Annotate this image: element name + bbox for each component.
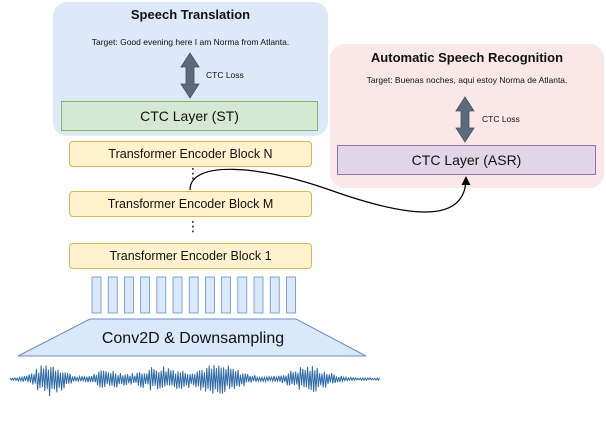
encoder-block-n: Transformer Encoder Block N (69, 141, 312, 167)
feature-frame (237, 276, 248, 314)
feature-frame (188, 276, 199, 314)
conv2d-downsampling-label: Conv2D & Downsampling (101, 330, 285, 347)
asr-target: Target: Buenas noches, aqui estoy Norma … (366, 75, 568, 85)
audio-waveform-icon (9, 364, 381, 397)
feature-frame (156, 276, 167, 314)
waveform-trace (9, 364, 381, 397)
feature-frame (221, 276, 232, 314)
feature-frame (91, 276, 102, 314)
feature-frame (204, 276, 215, 314)
ctc-layer-st: CTC Layer (ST) (61, 101, 318, 131)
encoder-to-asr-connector (189, 168, 471, 213)
asr-loss-arrow-icon (455, 96, 475, 143)
asr-title: Automatic Speech Recognition (370, 50, 564, 65)
feature-frame (269, 276, 280, 314)
feature-frame (107, 276, 118, 314)
conv2d-downsampling-block (17, 318, 367, 357)
speech-translation-title: Speech Translation (130, 7, 251, 22)
st-loss-arrow-icon (180, 52, 200, 99)
feature-frame (172, 276, 183, 314)
asr-ctc-loss-label: CTC Loss (482, 114, 520, 124)
speech-translation-target: Target: Good evening here I am Norma fro… (91, 37, 290, 47)
feature-frame (285, 276, 296, 314)
encoder-block-1: Transformer Encoder Block 1 (69, 243, 312, 269)
feature-frame (140, 276, 151, 314)
encoder-block-m: Transformer Encoder Block M (69, 191, 312, 217)
st-ctc-loss-label: CTC Loss (206, 70, 244, 80)
feature-frame (253, 276, 264, 314)
feature-frame (124, 276, 134, 314)
ctc-layer-asr: CTC Layer (ASR) (337, 145, 596, 175)
ellipsis-lower: ⋮ (186, 218, 200, 234)
feature-frame-bars (91, 276, 296, 314)
